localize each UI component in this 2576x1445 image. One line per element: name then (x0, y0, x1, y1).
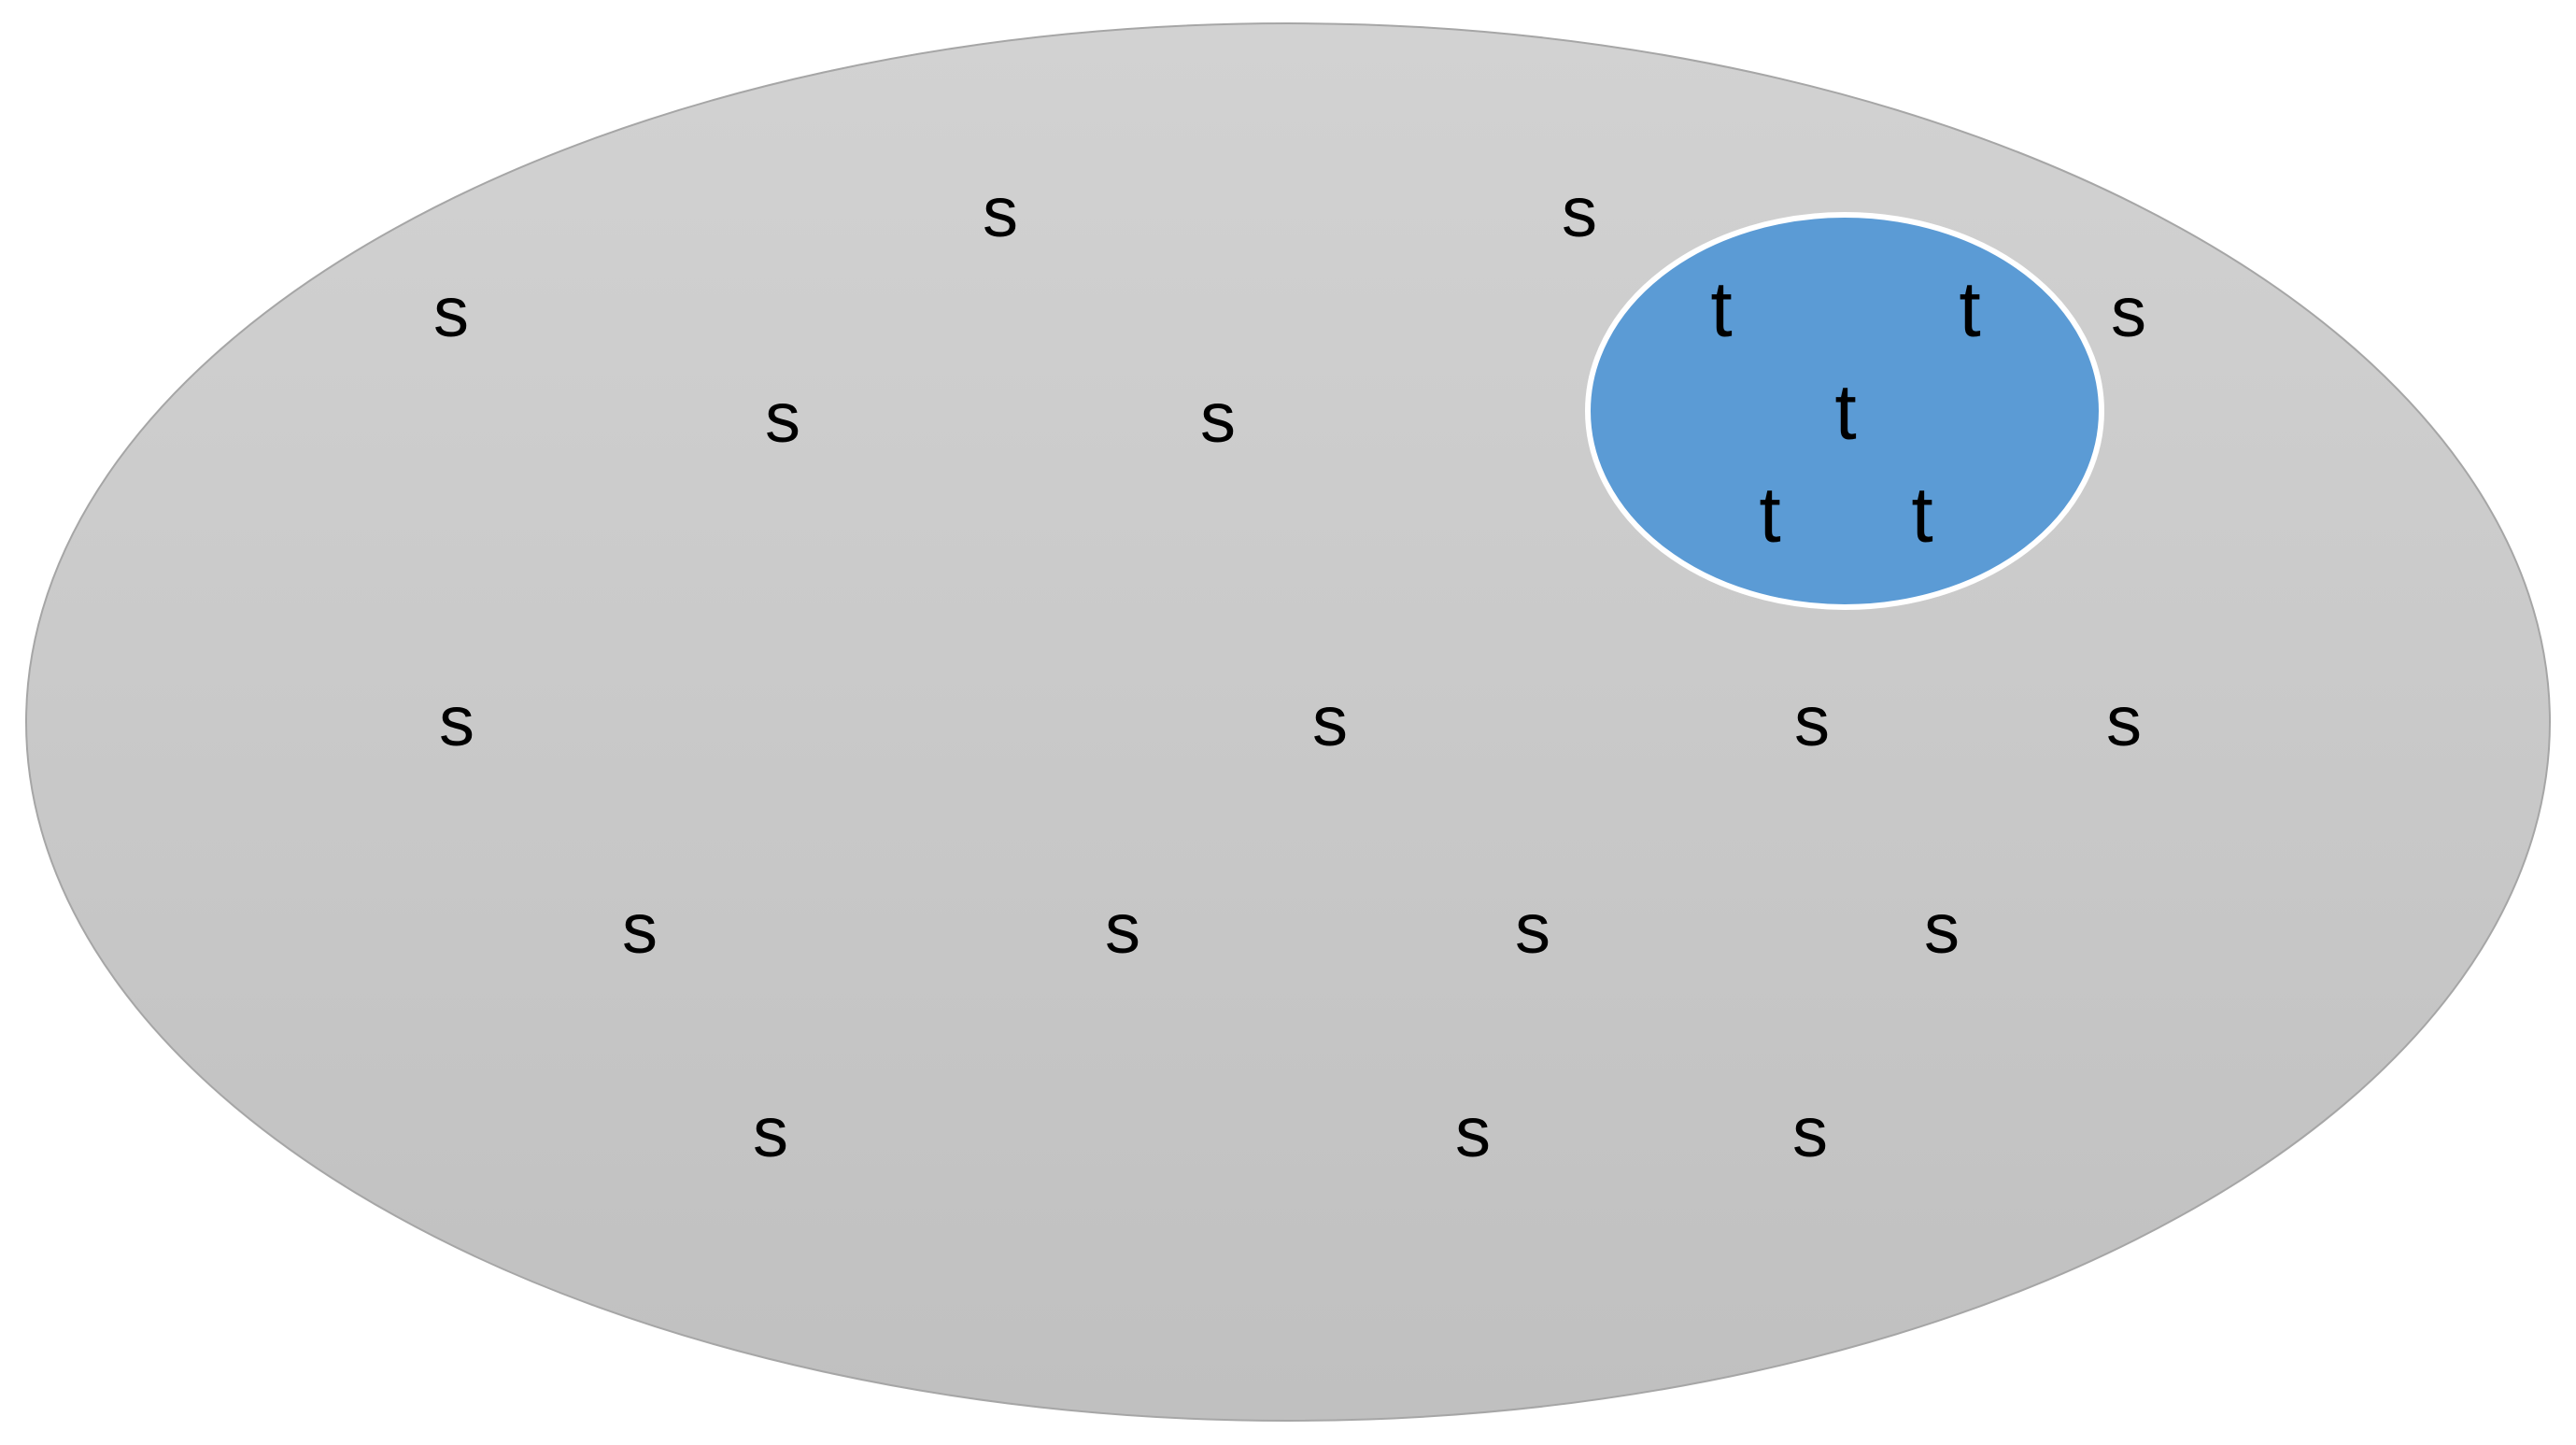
element-s: s (433, 273, 469, 352)
element-s: s (2106, 682, 2142, 761)
element-s: s (1562, 173, 1597, 252)
element-s: s (1105, 889, 1140, 969)
element-s: s (1792, 1093, 1828, 1172)
element-s: s (1200, 378, 1236, 458)
inner-set-ellipse (1585, 212, 2104, 610)
element-t: t (1710, 265, 1732, 353)
element-s: s (1924, 889, 1960, 969)
outer-set-ellipse (25, 22, 2551, 1422)
element-s: s (983, 173, 1018, 252)
element-s: s (439, 682, 474, 761)
element-s: s (1312, 682, 1348, 761)
element-s: s (2111, 273, 2146, 352)
element-s: s (1455, 1093, 1491, 1172)
element-t: t (1911, 471, 1932, 559)
element-s: s (753, 1093, 788, 1172)
outer-set-elements: s s s s s s s s s s s s s s s s s s (433, 173, 2146, 1172)
inner-set-elements: t t t t t (1710, 265, 1980, 559)
element-t: t (1834, 368, 1856, 456)
element-t: t (1959, 265, 1980, 353)
element-s: s (1794, 682, 1830, 761)
element-s: s (1515, 889, 1550, 969)
element-t: t (1759, 471, 1780, 559)
element-s: s (622, 889, 658, 969)
element-s: s (765, 378, 800, 458)
